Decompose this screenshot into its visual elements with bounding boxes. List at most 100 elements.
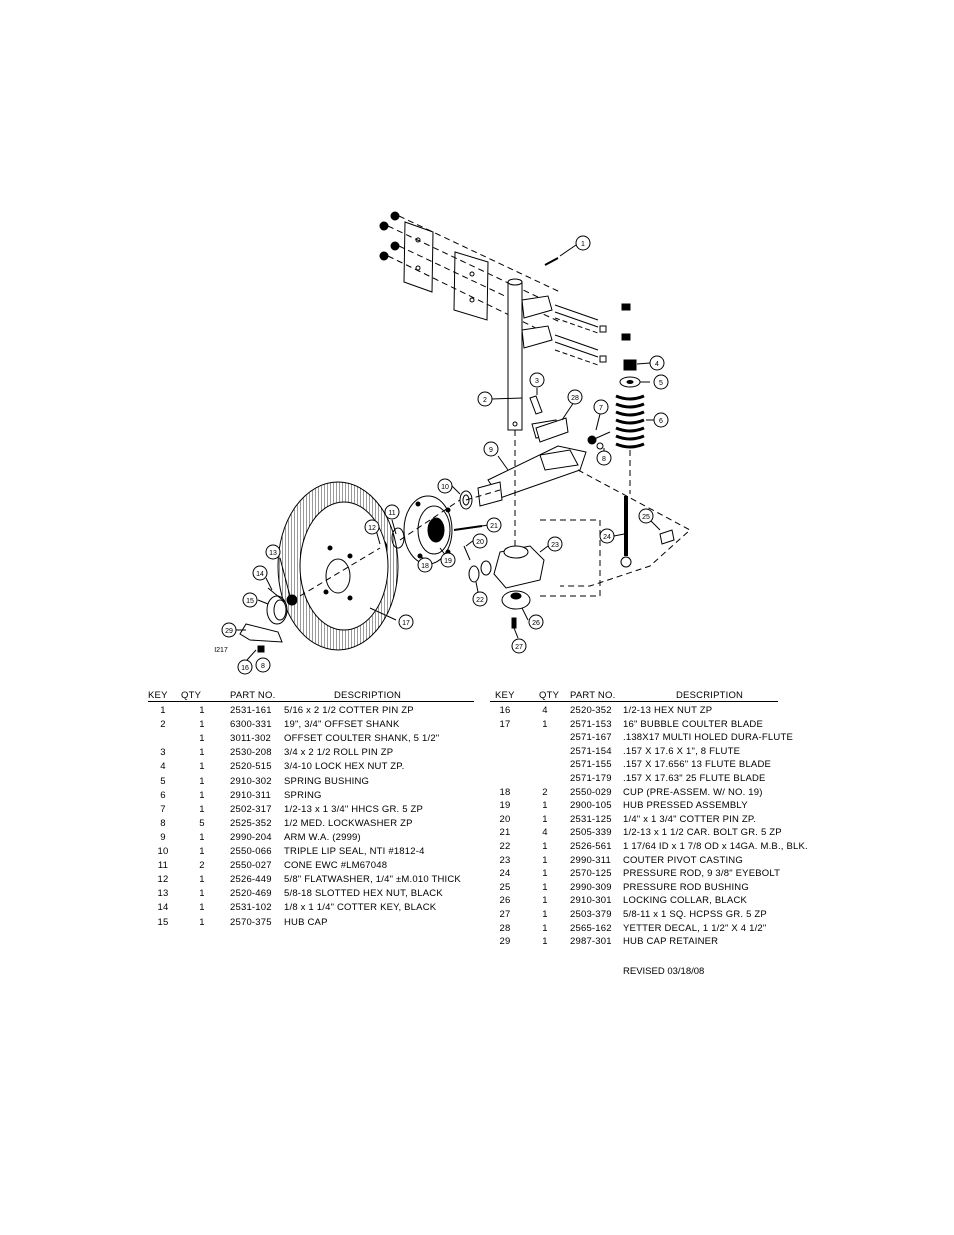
header-description: DESCRIPTION	[334, 690, 402, 701]
header-rule	[148, 701, 474, 702]
row-description: COUTER PIVOT CASTING	[623, 854, 743, 866]
row-key: 15	[157, 916, 169, 928]
row-qty: 1	[542, 881, 548, 893]
row-key: 5	[160, 775, 166, 787]
row-part-no: 2531-102	[230, 902, 272, 914]
row-part-no: 2571-155	[570, 759, 612, 771]
row-key: 10	[157, 846, 169, 857]
row-description: .138X17 MULTI HOLED DURA-FLUTE	[623, 732, 794, 744]
callout-10: 10	[441, 484, 449, 491]
row-qty: 1	[199, 874, 205, 886]
row-part-no: 2550-066	[230, 846, 272, 857]
row-qty: 1	[542, 868, 548, 880]
row-key: 14	[157, 902, 169, 914]
callout-5: 5	[659, 380, 663, 387]
callout-20: 20	[476, 539, 484, 546]
shank-bolts	[554, 303, 631, 366]
callout-7: 7	[599, 405, 603, 412]
row-qty: 1	[199, 831, 205, 843]
row-part-no: 2525-352	[230, 817, 272, 829]
row-qty: 1	[199, 705, 205, 716]
callout-bubbles	[221, 235, 669, 675]
row-key: 22	[499, 841, 511, 852]
carriage-bolt	[453, 525, 483, 531]
row-description: YETTER DECAL, 1 1/2" X 4 1/2"	[623, 922, 767, 934]
callout-4: 4	[655, 361, 659, 368]
row-qty: 1	[542, 895, 548, 907]
row-key: 23	[499, 854, 511, 866]
row-part-no: 2570-375	[230, 916, 272, 928]
callout-13: 13	[269, 550, 277, 557]
row-description: CUP (PRE-ASSEM. W/ NO. 19)	[623, 786, 763, 798]
row-qty: 1	[542, 841, 548, 852]
row-part-no: 2526-561	[570, 841, 612, 852]
row-description: 1/2 MED. LOCKWASHER ZP	[284, 817, 413, 829]
row-description: PRESSURE ROD, 9 3/8" EYEBOLT	[623, 868, 781, 880]
row-part-no: 2520-515	[230, 761, 272, 773]
table-row: 2571-179.157 X 17.63" 25 FLUTE BLADE	[490, 773, 850, 786]
callout-12: 12	[368, 525, 376, 532]
offset-shank	[507, 278, 553, 431]
cotter-pin	[544, 257, 559, 266]
row-part-no: 2571-179	[570, 773, 612, 784]
row-key: 27	[499, 909, 511, 920]
exploded-parts-diagram: 1 2 3 4 5 6 7 8 8 9 10 11 12 13 14 15 16…	[214, 211, 691, 675]
row-part-no: 2565-162	[570, 922, 612, 934]
row-description: 1/4" x 1 3/4" COTTER PIN ZP.	[623, 813, 757, 825]
row-description: HUB PRESSED ASSEMBLY	[623, 800, 748, 812]
row-part-no: 2570-125	[570, 868, 612, 880]
row-qty: 4	[542, 705, 548, 716]
row-qty: 5	[199, 817, 205, 829]
callout-15: 15	[246, 598, 254, 605]
row-key: 2	[160, 719, 166, 731]
cotter-pin-small	[463, 545, 471, 561]
row-key: 17	[499, 718, 511, 730]
row-qty: 1	[199, 775, 205, 787]
callout-9: 9	[489, 447, 493, 454]
callout-14: 14	[256, 571, 264, 578]
row-key: 19	[499, 800, 511, 812]
callout-24: 24	[603, 534, 611, 541]
row-key: 7	[160, 803, 166, 815]
row-key: 11	[157, 860, 169, 872]
header-part-no: PART NO.	[230, 690, 276, 701]
row-part-no: 2571-154	[570, 745, 612, 757]
row-qty: 2	[542, 786, 548, 798]
row-part-no: 2520-352	[570, 705, 612, 716]
row-part-no: 2503-379	[570, 909, 612, 920]
row-qty: 1	[542, 718, 548, 730]
row-key: 6	[160, 789, 166, 801]
row-description: 5/16 x 2 1/2 COTTER PIN ZP	[284, 705, 414, 716]
callout-21: 21	[490, 523, 498, 530]
row-key: 12	[157, 874, 169, 886]
row-description: 16" BUBBLE COULTER BLADE	[623, 718, 763, 730]
header-part-no: PART NO.	[570, 690, 616, 701]
row-qty: 1	[542, 800, 548, 812]
table-row: 2571-154.157 X 17.6 X 1", 8 FLUTE	[490, 746, 850, 759]
row-part-no: 3011-302	[230, 733, 272, 745]
row-part-no: 2900-105	[570, 800, 612, 812]
row-part-no: 2990-309	[570, 881, 612, 893]
roll-pin	[529, 395, 543, 415]
callout-17: 17	[402, 620, 410, 627]
row-key: 4	[160, 761, 166, 773]
row-qty: 1	[199, 888, 205, 900]
row-part-no: 2987-301	[570, 936, 612, 948]
row-part-no: 2571-167	[570, 732, 612, 744]
header-qty: QTY	[181, 690, 202, 701]
